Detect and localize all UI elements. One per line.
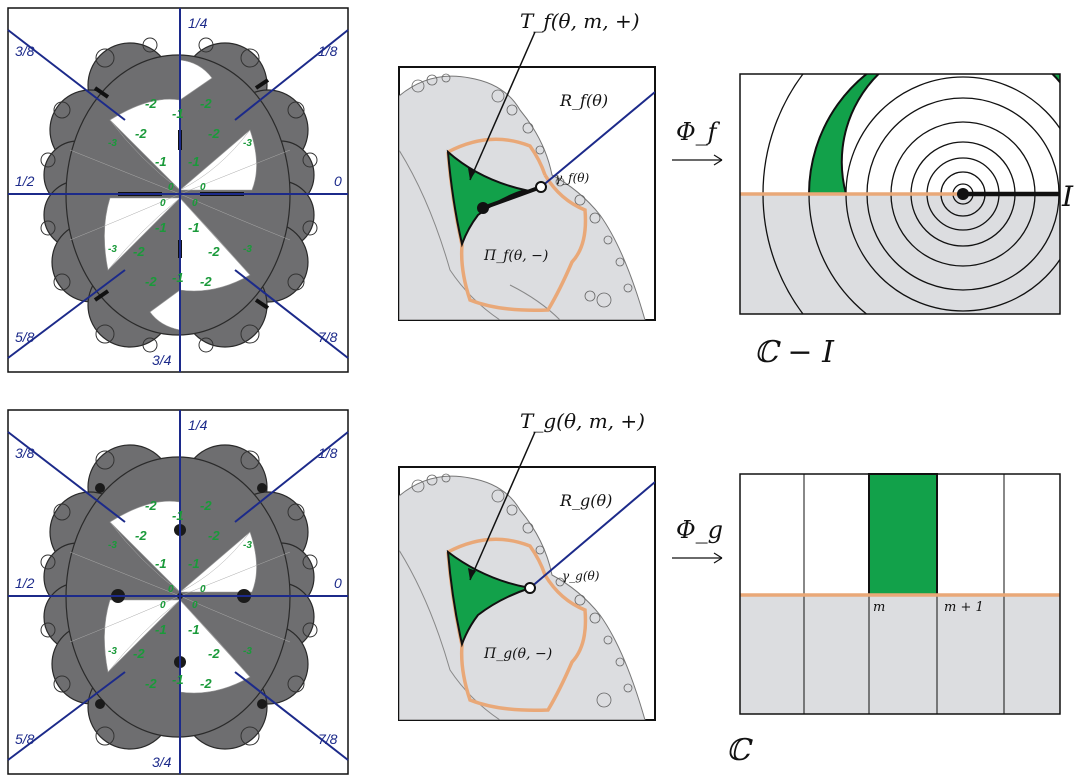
slit-plane-panel: I ℂ − I [739,73,1074,370]
angle-label-half: 1/2 [15,575,35,591]
zoom-panel-bottom: T_g(θ, m, +) R_g(θ) γ_g(θ) Π_g(θ, −) [398,409,656,721]
level-number: -1 [172,672,184,687]
ray-label-top: R_f(θ) [559,91,608,110]
angle-label-quarter: 1/4 [188,15,208,31]
tile-label-top: T_f(θ, m, +) [520,9,640,33]
level-number: 0 [160,198,166,209]
cut-endpoint-dot [477,202,489,214]
map-label-top: Φ_f [676,118,721,146]
angle-label-half: 1/2 [15,173,35,189]
gamma-label-bottom: γ_g(θ) [562,569,600,583]
level-number: 0 [200,584,206,595]
julia-set-panel-top: 1/4 1/8 3/8 1/2 0 5/8 3/4 7/8 -2 -1 -2 -… [7,7,349,373]
map-label-bottom: Φ_g [676,516,723,544]
level-number: -2 [145,96,157,111]
gamma-label-top: γ_f(θ) [555,171,590,185]
level-number: -3 [243,646,252,657]
domain-label-top: ℂ − I [754,335,835,370]
external-rays-bottom [7,410,349,774]
angle-label-zero: 0 [334,575,342,591]
level-number: -1 [188,556,200,571]
level-number: -3 [243,244,252,255]
level-number: -1 [155,220,167,235]
level-number: -3 [243,540,252,551]
level-number: -1 [172,106,184,121]
angle-label-eighth: 1/8 [318,445,338,461]
level-number: -2 [145,676,157,691]
angle-label-quarter: 1/4 [188,417,208,433]
external-ray-top [540,91,655,188]
level-number: -1 [172,508,184,523]
landing-point-dot [524,582,536,594]
level-number: -1 [155,154,167,169]
level-number: 0 [192,198,198,209]
level-number: -1 [172,270,184,285]
level-number: 0 [168,584,174,595]
angle-label-five-eighths: 5/8 [15,329,35,345]
level-number: 0 [200,182,206,193]
m-plus-one-label: m + 1 [944,600,984,615]
level-number: -1 [155,556,167,571]
map-arrow-bottom: Φ_g [672,516,723,564]
level-number: 0 [192,600,198,611]
level-number: -2 [208,126,220,141]
angle-label-three-eighths: 3/8 [15,43,35,59]
level-number: -1 [155,622,167,637]
level-number: 0 [160,600,166,611]
angle-label-five-eighths: 5/8 [15,731,35,747]
angle-label-three-eighths: 3/8 [15,445,35,461]
level-number: -3 [108,244,117,255]
strip-plane-panel: m m + 1 ℂ [726,473,1061,768]
map-arrow-top: Φ_f [672,118,723,166]
level-number: -2 [208,244,220,259]
level-number: -3 [243,138,252,149]
angle-label-three-quarters: 3/4 [152,754,172,770]
julia-set-panel-bottom: 1/4 1/8 3/8 1/2 0 5/8 3/4 7/8 -2 -1 -2 -… [7,409,349,775]
level-number: -2 [200,96,212,111]
level-number: -2 [133,244,145,259]
ray-label-bottom: R_g(θ) [559,491,612,510]
level-number: -2 [208,646,220,661]
level-numbers-bottom: -2 -1 -2 -2 -2 -3 -3 -1 -1 0 0 0 0 -1 -1… [108,498,252,691]
cut-label: I [1061,180,1074,213]
level-number: -1 [188,622,200,637]
level-number: 0 [168,182,174,193]
landing-point-dot [535,181,547,193]
external-ray-bottom [529,481,655,589]
level-number: -3 [108,646,117,657]
angle-label-zero: 0 [334,173,342,189]
level-number: -1 [188,154,200,169]
domain-label-bottom: ℂ [726,733,753,768]
julia-set-body-bottom [40,444,318,750]
level-number: -2 [208,528,220,543]
green-strip [868,473,938,596]
level-numbers-top: -2 -1 -2 -2 -2 -3 -3 -1 -1 0 0 0 0 -1 -1… [108,96,252,289]
level-number: -3 [108,138,117,149]
angle-label-three-quarters: 3/4 [152,352,172,368]
level-number: -2 [135,528,147,543]
angle-label-eighth: 1/8 [318,43,338,59]
pi-label-bottom: Π_g(θ, −) [483,646,552,662]
angle-label-seven-eighths: 7/8 [318,731,338,747]
level-number: -2 [200,274,212,289]
level-number: -2 [145,498,157,513]
level-number: -2 [145,274,157,289]
level-number: -2 [135,126,147,141]
cut-segment-top [482,185,542,210]
level-number: -2 [133,646,145,661]
m-label: m [873,600,885,615]
level-number: -2 [200,676,212,691]
level-number: -3 [108,540,117,551]
pi-label-top: Π_f(θ, −) [483,248,548,264]
angle-label-seven-eighths: 7/8 [318,329,338,345]
level-number: -2 [200,498,212,513]
zoom-panel-top: T_f(θ, m, +) R_f(θ) γ_f(θ) Π_f(θ, −) [398,9,656,321]
level-number: -1 [188,220,200,235]
external-rays-top [7,8,349,372]
tile-label-bottom: T_g(θ, m, +) [520,409,645,433]
